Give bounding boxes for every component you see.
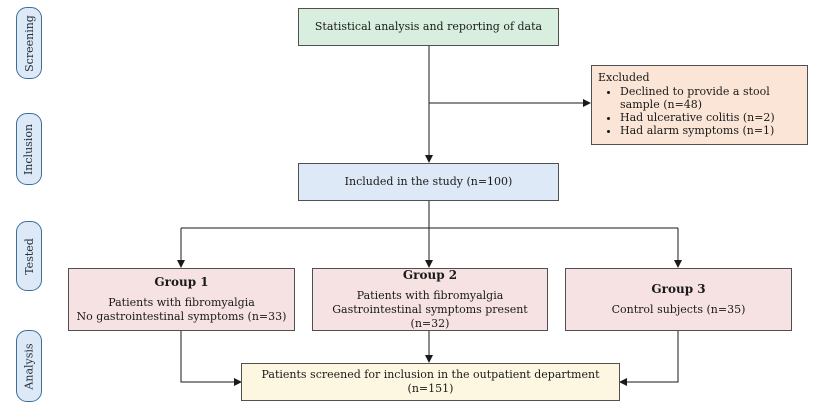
stage-tested: Tested xyxy=(16,221,42,291)
top-box: Statistical analysis and reporting of da… xyxy=(298,8,559,46)
group-1-line1: Patients with fibromyalgia xyxy=(108,296,255,309)
stage-screening: Screening xyxy=(16,7,42,79)
group-1-title: Group 1 xyxy=(154,275,209,289)
group-2-box: Group 2 Patients with fibromyalgia Gastr… xyxy=(312,268,548,331)
group-1-line2: No gastrointestinal symptoms (n=33) xyxy=(76,310,287,323)
top-box-text: Statistical analysis and reporting of da… xyxy=(314,20,543,33)
group-3-box: Group 3 Control subjects (n=35) xyxy=(565,268,792,331)
included-box-text: Included in the study (n=100) xyxy=(344,175,513,188)
group-2-line2: Gastrointestinal symptoms present (n=32) xyxy=(332,303,528,330)
included-box: Included in the study (n=100) xyxy=(298,163,559,201)
excluded-item: Declined to provide a stool sample (n=48… xyxy=(620,85,801,111)
excluded-item: Had ulcerative colitis (n=2) xyxy=(620,111,801,124)
group-3-line1: Control subjects (n=35) xyxy=(611,303,746,316)
arrow-group1-to-bottom xyxy=(180,331,242,386)
bottom-box-text: Patients screened for inclusion in the o… xyxy=(261,368,600,395)
group-2-title: Group 2 xyxy=(402,268,458,282)
group-3-title: Group 3 xyxy=(651,282,706,296)
stage-inclusion-label: Inclusion xyxy=(22,123,36,175)
stage-screening-label: Screening xyxy=(22,14,36,72)
excluded-heading: Excluded xyxy=(598,71,650,84)
bottom-box: Patients screened for inclusion in the o… xyxy=(241,363,620,401)
excluded-list: Declined to provide a stool sample (n=48… xyxy=(598,85,801,137)
excluded-box: Excluded Declined to provide a stool sam… xyxy=(591,65,808,145)
stage-analysis-label: Analysis xyxy=(22,342,36,390)
stage-inclusion: Inclusion xyxy=(16,113,42,185)
stage-analysis: Analysis xyxy=(16,330,42,402)
arrow-group3-to-bottom xyxy=(619,331,679,386)
stage-tested-label: Tested xyxy=(22,237,36,275)
group-1-box: Group 1 Patients with fibromyalgia No ga… xyxy=(68,268,295,331)
excluded-item: Had alarm symptoms (n=1) xyxy=(620,124,801,137)
group-2-line1: Patients with fibromyalgia xyxy=(356,289,504,302)
